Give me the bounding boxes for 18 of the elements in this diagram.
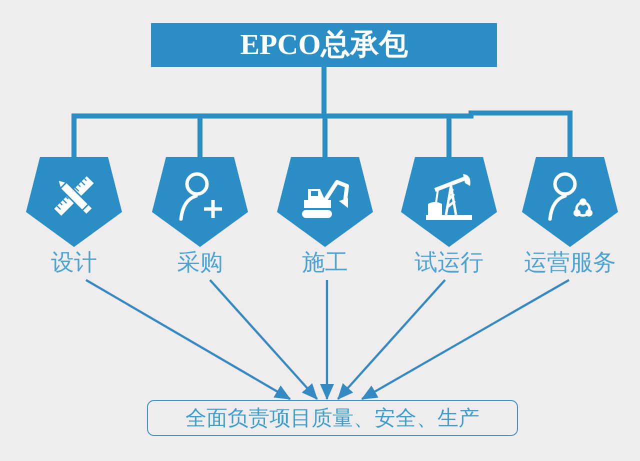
connector-line <box>198 118 202 157</box>
arrow <box>320 280 334 400</box>
arrow <box>337 279 446 400</box>
connector-line <box>72 118 76 157</box>
node-label: 运营服务 <box>524 249 616 277</box>
node-label: 采购 <box>177 249 223 277</box>
summary-panel: 全面负责项目质量、安全、生产 <box>147 400 518 436</box>
connector-line <box>446 118 452 157</box>
arrow <box>209 279 318 400</box>
title-banner: EPCO总承包 <box>151 23 497 67</box>
connector-line <box>322 118 328 157</box>
node-label: 试运行 <box>414 249 484 277</box>
connector-line <box>69 64 575 118</box>
arrow <box>361 279 570 400</box>
arrow <box>85 279 291 400</box>
node-label: 设计 <box>51 249 97 277</box>
node-label: 施工 <box>302 249 348 277</box>
connector-line <box>568 116 572 157</box>
